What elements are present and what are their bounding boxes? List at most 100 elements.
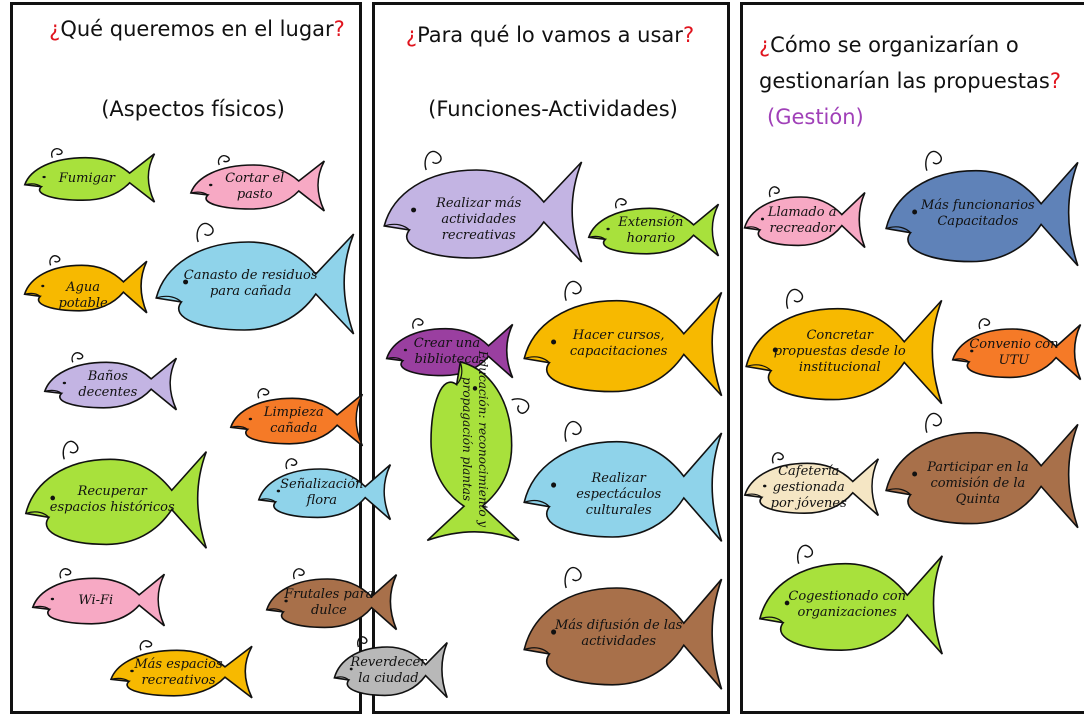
fish-body bbox=[33, 574, 165, 626]
fish-shape bbox=[742, 452, 884, 520]
fish-body bbox=[334, 643, 447, 698]
fish-body bbox=[746, 300, 942, 403]
fish-hook bbox=[50, 256, 60, 266]
fish-body bbox=[745, 193, 865, 248]
fish-hook bbox=[769, 187, 779, 197]
fish-wi-fi: Wi-Fi bbox=[30, 568, 170, 630]
fish-participar-en-la-comision-de-la-quinta: Participar en la comisión de la Quinta bbox=[882, 412, 1086, 536]
fish-eye bbox=[248, 417, 253, 421]
fish-cortar-el-pasto: Cortar el pasto bbox=[188, 155, 330, 215]
fish-label: Concretar propuestas desde lo institucio… bbox=[773, 328, 906, 375]
fish-eye bbox=[349, 667, 353, 671]
fish-mouth bbox=[745, 494, 762, 497]
fish-body bbox=[589, 204, 719, 256]
fish-body bbox=[25, 261, 147, 313]
fish-cafeteria-gestionada-por-jovenes: Cafetería gestionada por jóvenes bbox=[742, 452, 884, 520]
fish-mouth bbox=[231, 426, 248, 429]
fish-label: Hacer cursos, capacitaciones bbox=[569, 328, 668, 359]
fish-shape bbox=[380, 150, 590, 270]
fish-shape bbox=[882, 412, 1086, 536]
fish-mas-espacios-recreativos: Más espacios recreativos bbox=[108, 640, 258, 702]
fish-label: Más espacios recreativos bbox=[134, 657, 223, 688]
fish-mouth bbox=[745, 227, 760, 230]
fish-shape bbox=[742, 288, 950, 412]
fish-mouth bbox=[33, 606, 50, 609]
fish-mouth bbox=[457, 362, 462, 385]
fish-mouth bbox=[746, 365, 771, 371]
fish-eye bbox=[276, 489, 281, 493]
fish-shape bbox=[256, 458, 396, 524]
fish-senalizacion-flora: Señalización flora bbox=[256, 458, 396, 524]
fish-shape bbox=[384, 318, 518, 382]
fish-shape bbox=[188, 155, 330, 215]
fish-body bbox=[953, 325, 1081, 380]
fish-label: Más difusión de las actividades bbox=[554, 618, 683, 649]
fish-shape bbox=[882, 150, 1086, 274]
fish-limpieza-canada: Limpieza cañada bbox=[228, 388, 368, 450]
fish-hook bbox=[72, 353, 83, 363]
fish-body bbox=[384, 162, 581, 262]
fish-eye bbox=[912, 471, 918, 477]
fish-shape bbox=[108, 640, 258, 702]
fish-eye bbox=[551, 482, 557, 488]
fish-body bbox=[259, 465, 391, 520]
fish-shape bbox=[22, 148, 160, 206]
fish-realizar-mas-actividades-recreativas: Realizar más actividades recreativas bbox=[380, 150, 590, 270]
fish-shape bbox=[152, 222, 362, 342]
fish-eye bbox=[551, 629, 557, 635]
fish-label: Participar en la comisión de la Quinta bbox=[927, 460, 1029, 507]
fish-eye bbox=[209, 183, 213, 187]
fish-mouth bbox=[589, 236, 606, 239]
fish-shape bbox=[42, 352, 182, 414]
fish-hook bbox=[926, 151, 942, 170]
fish-mouth bbox=[524, 357, 549, 363]
fish-label: Wi-Fi bbox=[78, 593, 114, 608]
fish-educacion-reconocimiento-y-propagacion-plantas: Educación: reconocimiento y propagación … bbox=[380, 351, 570, 508]
fish-label: Fumigar bbox=[58, 171, 115, 186]
fish-hook bbox=[926, 413, 942, 432]
fish-label: Frutales para dulce bbox=[284, 587, 374, 618]
fish-fumigar: Fumigar bbox=[22, 148, 160, 206]
fish-eye bbox=[606, 227, 610, 231]
column-3-subheading: (Gestión) bbox=[767, 105, 864, 129]
fish-mouth bbox=[334, 677, 348, 680]
fish-eye bbox=[183, 279, 189, 285]
fish-eye bbox=[50, 495, 56, 501]
fish-mouth bbox=[886, 227, 910, 233]
fish-hook bbox=[798, 545, 813, 563]
fish-canasto-de-residuos-para-canada: Canasto de residuos para cañada bbox=[152, 222, 362, 342]
fish-body bbox=[427, 362, 519, 541]
fish-body bbox=[191, 161, 324, 211]
fish-banos-decentes: Baños decentes bbox=[42, 352, 182, 414]
fish-shape bbox=[264, 568, 402, 634]
fish-concretar-propuestas-desde-lo-institucional: Concretar propuestas desde lo institucio… bbox=[742, 288, 950, 412]
fish-body bbox=[745, 459, 878, 516]
fish-eye bbox=[772, 347, 778, 353]
fish-hook bbox=[140, 641, 151, 651]
fish-recuperar-espacios-historicos: Recuperar espacios históricos bbox=[22, 440, 214, 556]
fish-mas-difusion-de-las-actividades: Más difusión de las actividades bbox=[520, 566, 730, 698]
fish-body bbox=[524, 579, 721, 689]
fish-realizar-espectaculos-culturales: Realizar espectáculos culturales bbox=[520, 420, 730, 550]
fish-extension-horario: Extensión horario bbox=[586, 198, 724, 260]
fish-eye bbox=[41, 284, 45, 288]
fish-label: Cafetería gestionada por jóvenes bbox=[770, 464, 847, 511]
fish-hacer-cursos-capacitaciones: Hacer cursos, capacitaciones bbox=[520, 280, 730, 404]
fish-mouth bbox=[760, 617, 783, 623]
fish-label: Limpieza cañada bbox=[263, 405, 324, 436]
fish-body bbox=[886, 424, 1078, 527]
fish-mouth bbox=[524, 648, 549, 654]
fish-hook bbox=[565, 281, 581, 300]
column-2-subheading: (Funciones-Actividades) bbox=[428, 97, 678, 121]
fish-agua-potable: Agua potable bbox=[22, 255, 152, 317]
fish-body bbox=[111, 646, 252, 698]
fish-eye bbox=[970, 349, 974, 353]
fish-hook bbox=[512, 399, 529, 413]
fish-eye bbox=[284, 599, 288, 603]
fish-shape bbox=[950, 318, 1086, 384]
fish-mouth bbox=[384, 224, 409, 230]
fish-mouth bbox=[267, 609, 284, 612]
fish-label: Señalización flora bbox=[280, 477, 364, 508]
fish-mouth bbox=[25, 184, 42, 187]
column-1-heading: ¿Qué queremos en el lugar? bbox=[49, 17, 345, 41]
